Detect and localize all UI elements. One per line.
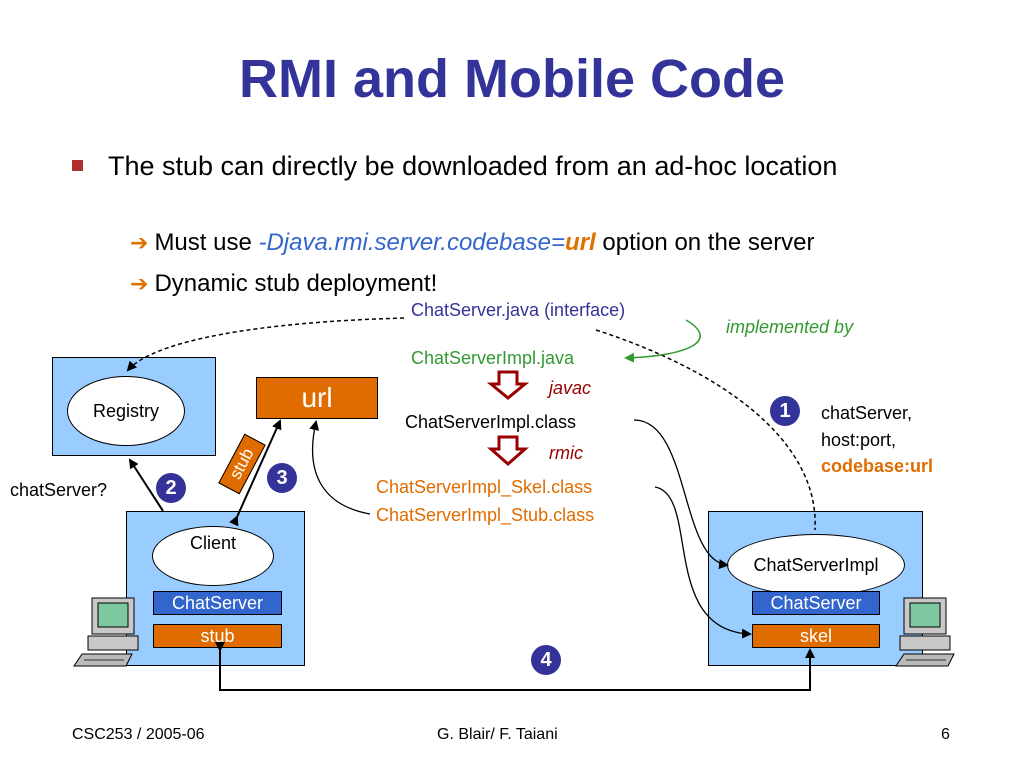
impl-class-label: ChatServerImpl.class — [405, 412, 577, 432]
rmic-arrow-icon — [487, 435, 529, 467]
rmic-label: rmic — [549, 443, 583, 463]
sub1-prefix: Must use — [154, 229, 259, 256]
step-2-badge: 2 — [156, 473, 186, 503]
javac-label: javac — [549, 378, 592, 398]
client-to-registry-arrow — [128, 458, 164, 512]
stub-class-label: ChatServerImpl_Stub.class — [376, 505, 595, 525]
bind-line-3: codebase:url — [821, 456, 934, 476]
main-bullet-text: The stub can directly be downloaded from… — [108, 151, 838, 181]
client-node: Client — [152, 526, 274, 586]
footer-authors: G. Blair/ F. Taiani — [437, 726, 558, 743]
impl-java-label: ChatServerImpl.java — [411, 348, 575, 368]
slide-title: RMI and Mobile Code — [239, 49, 785, 109]
stub-class-to-url-curve — [309, 420, 371, 515]
chatserver-query-label: chatServer? — [10, 480, 108, 500]
interface-file-label: ChatServer.java (interface) — [411, 300, 626, 320]
server-chatserver-interface: ChatServer — [752, 591, 880, 615]
javac-arrow-icon — [486, 370, 530, 400]
skel-class-label: ChatServerImpl_Skel.class — [376, 477, 593, 497]
bind-line-2: host:port, — [821, 430, 897, 450]
dashed-interface-to-server — [595, 329, 816, 531]
arrow-right-icon: ➔ — [130, 271, 149, 296]
client-to-url-arrow — [229, 419, 282, 527]
skel-to-server-curve — [654, 486, 752, 639]
step-1-badge: 1 — [770, 396, 800, 426]
server-impl-node: ChatServerImpl — [727, 534, 905, 596]
stub-skel-connection — [215, 642, 815, 691]
client-chatserver-interface: ChatServer — [153, 591, 282, 615]
sub2-text: Dynamic stub deployment! — [154, 270, 438, 297]
computer-left-icon — [73, 597, 139, 667]
implemented-by-curve — [624, 319, 701, 363]
implemented-by-label: implemented by — [726, 317, 854, 337]
sub1-code: -Djava.rmi.server.codebase= — [258, 229, 566, 256]
arrow-right-icon: ➔ — [130, 230, 149, 255]
sub1-suffix: option on the server — [595, 229, 815, 256]
registry-node: Registry — [67, 376, 185, 446]
url-box: url — [256, 377, 378, 419]
sub1-url: url — [565, 229, 596, 256]
footer-page-number: 6 — [941, 726, 950, 743]
sub-bullet-codebase: ➔Must use -Djava.rmi.server.codebase=url… — [130, 229, 815, 257]
bind-line-1: chatServer, — [821, 403, 913, 423]
footer-course: CSC253 / 2005-06 — [72, 726, 205, 743]
dashed-interface-to-registry — [126, 317, 405, 372]
computer-right-icon — [895, 597, 955, 667]
class-to-server-curve — [633, 419, 729, 570]
bullet-square-icon — [72, 160, 83, 171]
sub-bullet-dynamic: ➔Dynamic stub deployment! — [130, 270, 437, 298]
